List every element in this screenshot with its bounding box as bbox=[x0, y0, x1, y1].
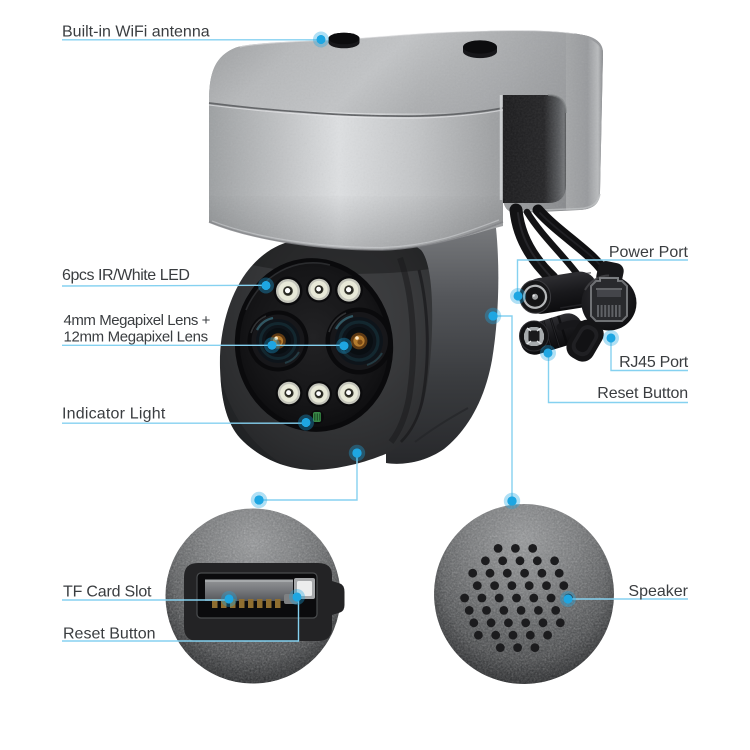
svg-text:Indicator Light: Indicator Light bbox=[62, 406, 166, 423]
svg-text:Reset Button: Reset Button bbox=[63, 626, 156, 643]
svg-text:6pcs IR/White LED: 6pcs IR/White LED bbox=[62, 267, 190, 284]
svg-text:Speaker: Speaker bbox=[628, 583, 688, 600]
svg-text:12mm Megapixel Lens: 12mm Megapixel Lens bbox=[64, 329, 208, 346]
svg-text:Power Port: Power Port bbox=[609, 244, 689, 261]
svg-text:Reset Button: Reset Button bbox=[597, 385, 688, 402]
svg-text:TF Card Slot: TF Card Slot bbox=[63, 584, 152, 601]
svg-text:RJ45 Port: RJ45 Port bbox=[619, 354, 689, 371]
svg-text:Built-in WiFi antenna: Built-in WiFi antenna bbox=[62, 24, 210, 41]
svg-text:4mm Megapixel Lens +: 4mm Megapixel Lens + bbox=[64, 312, 211, 329]
